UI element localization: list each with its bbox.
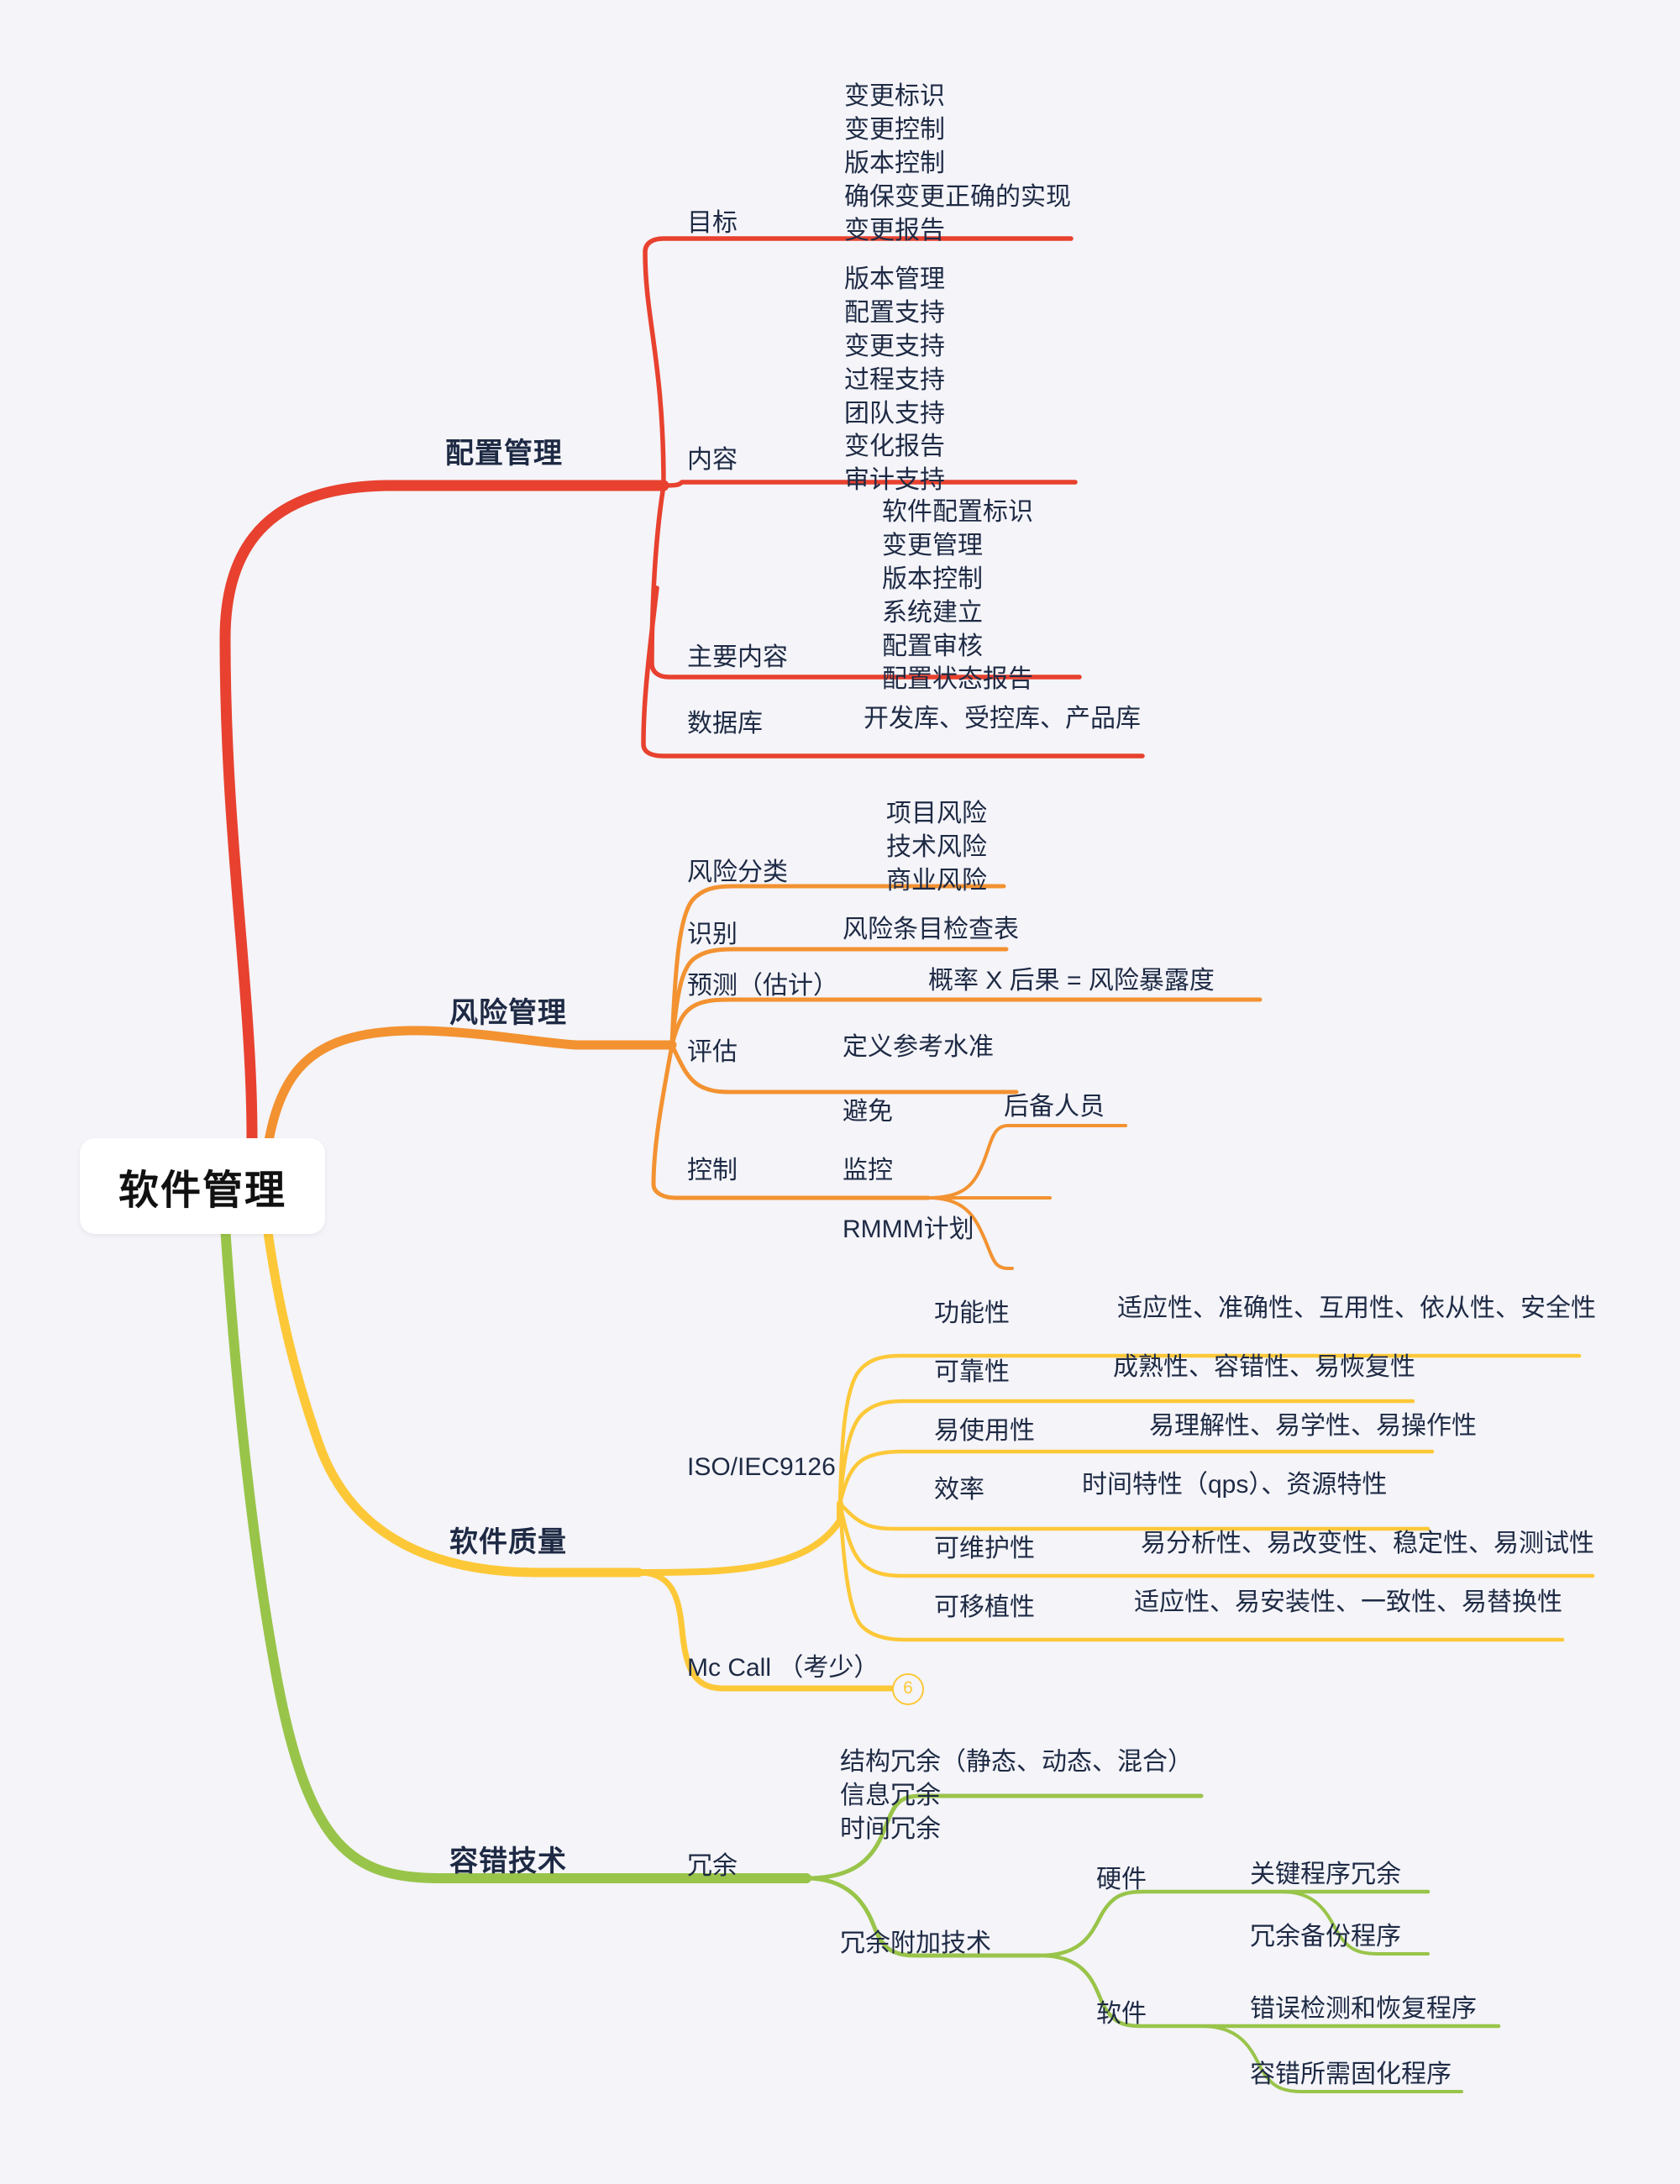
node-goal[interactable]: 目标 (687, 209, 738, 237)
leaf-line: 变更支持 (844, 332, 945, 360)
branch-risk-management[interactable]: 风险管理 (449, 997, 567, 1029)
node-identify[interactable]: 识别 (687, 921, 738, 948)
node-risk-classification[interactable]: 风险分类 (687, 858, 788, 886)
leaf-functionality-value[interactable]: 适应性、准确性、互用性、依从性、安全性 (1117, 1294, 1596, 1322)
leaf-line: 技术风险 (886, 832, 987, 861)
node-main-content[interactable]: 主要内容 (687, 643, 788, 671)
leaf-line: 版本控制 (844, 149, 945, 177)
leaf-line: 软件配置标识 (882, 498, 1033, 526)
leaf-reliability-value[interactable]: 成熟性、容错性、易恢复性 (1113, 1353, 1415, 1381)
node-portability[interactable]: 可移植性 (934, 1593, 1035, 1621)
leaf-line: 时间冗余 (840, 1814, 941, 1843)
node-database[interactable]: 数据库 (687, 710, 763, 738)
leaf-line: 审计支持 (844, 466, 945, 495)
leaf-content-items[interactable]: 版本管理 配置支持 变更支持 过程支持 团队支持 变化报告 审计支持 (844, 263, 945, 497)
leaf-line: 变更管理 (882, 531, 983, 559)
node-content[interactable]: 内容 (687, 446, 738, 474)
leaf-maintainability-value[interactable]: 易分析性、易改变性、稳定性、易测试性 (1141, 1530, 1594, 1557)
leaf-line: 商业风险 (886, 866, 987, 895)
node-functionality[interactable]: 功能性 (934, 1299, 1010, 1327)
leaf-line: 确保变更正确的实现 (844, 182, 1071, 211)
leaf-line: 变化报告 (844, 433, 945, 461)
node-rmmm[interactable]: RMMM计划 (843, 1215, 974, 1243)
leaf-risk-classification-items[interactable]: 项目风险 技术风险 商业风险 (886, 797, 987, 898)
leaf-error-detection-recovery[interactable]: 错误检测和恢复程序 (1250, 1995, 1477, 2023)
leaf-efficiency-value[interactable]: 时间特性（qps）、资源特性 (1082, 1471, 1388, 1499)
collapsed-children-badge[interactable]: 6 (892, 1673, 924, 1705)
leaf-line: 配置状态报告 (882, 665, 1033, 694)
leaf-line: 信息冗余 (840, 1781, 941, 1809)
leaf-line: 版本管理 (844, 265, 945, 293)
leaf-line: 配置审核 (882, 632, 983, 660)
node-software[interactable]: 软件 (1096, 2000, 1147, 2028)
leaf-line: 变更控制 (844, 115, 945, 144)
root-node[interactable]: 软件管理 (80, 1138, 326, 1234)
leaf-line: 系统建立 (882, 598, 983, 627)
node-mc-call[interactable]: Mc Call （考少） (687, 1654, 879, 1682)
leaf-avoid-value[interactable]: 后备人员 (1004, 1093, 1105, 1121)
leaf-line: 项目风险 (886, 800, 987, 827)
node-avoid[interactable]: 避免 (843, 1098, 893, 1126)
leaf-forecast-value[interactable]: 概率 X 后果 = 风险暴露度 (928, 967, 1215, 995)
leaf-usability-value[interactable]: 易理解性、易学性、易操作性 (1149, 1412, 1477, 1440)
node-assess[interactable]: 评估 (687, 1038, 738, 1066)
leaf-redundant-backup-program[interactable]: 冗余备份程序 (1250, 1923, 1401, 1950)
leaf-line: 配置支持 (844, 298, 945, 327)
node-iso-iec-9126[interactable]: ISO/IEC9126 (687, 1453, 836, 1481)
node-maintainability[interactable]: 可维护性 (934, 1535, 1035, 1562)
node-reliability[interactable]: 可靠性 (934, 1358, 1010, 1386)
leaf-identify-value[interactable]: 风险条目检查表 (843, 916, 1019, 943)
leaf-line: 变更报告 (844, 216, 945, 244)
leaf-line: 版本控制 (882, 564, 983, 593)
leaf-line: 结构冗余（静态、动态、混合） (840, 1748, 1193, 1776)
leaf-assess-value[interactable]: 定义参考水准 (843, 1033, 994, 1061)
leaf-line: 变更标识 (844, 82, 945, 110)
node-monitor[interactable]: 监控 (843, 1157, 893, 1184)
leaf-goal-items[interactable]: 变更标识 变更控制 版本控制 确保变更正确的实现 变更报告 (844, 80, 1071, 247)
leaf-redundancy-items[interactable]: 结构冗余（静态、动态、混合） 信息冗余 时间冗余 (840, 1746, 1193, 1846)
leaf-database-value[interactable]: 开发库、受控库、产品库 (864, 705, 1141, 732)
branch-configuration-management[interactable]: 配置管理 (445, 438, 563, 470)
branch-software-quality[interactable]: 软件质量 (449, 1526, 567, 1558)
leaf-fault-tolerance-firmware[interactable]: 容错所需固化程序 (1250, 2061, 1452, 2088)
node-redundancy-extra[interactable]: 冗余附加技术 (840, 1929, 991, 1957)
leaf-portability-value[interactable]: 适应性、易安装性、一致性、易替换性 (1134, 1588, 1562, 1616)
node-forecast[interactable]: 预测（估计） (687, 972, 838, 1000)
node-control[interactable]: 控制 (687, 1157, 738, 1184)
leaf-key-program-redundancy[interactable]: 关键程序冗余 (1250, 1861, 1401, 1888)
node-hardware[interactable]: 硬件 (1096, 1866, 1147, 1893)
node-usability[interactable]: 易使用性 (934, 1417, 1035, 1445)
node-efficiency[interactable]: 效率 (934, 1476, 984, 1504)
branch-fault-tolerance[interactable]: 容错技术 (449, 1845, 567, 1877)
node-redundancy[interactable]: 冗余 (687, 1852, 738, 1880)
leaf-line: 过程支持 (844, 365, 945, 394)
leaf-main-content-items[interactable]: 软件配置标识 变更管理 版本控制 系统建立 配置审核 配置状态报告 (882, 496, 1033, 696)
leaf-line: 团队支持 (844, 399, 945, 428)
